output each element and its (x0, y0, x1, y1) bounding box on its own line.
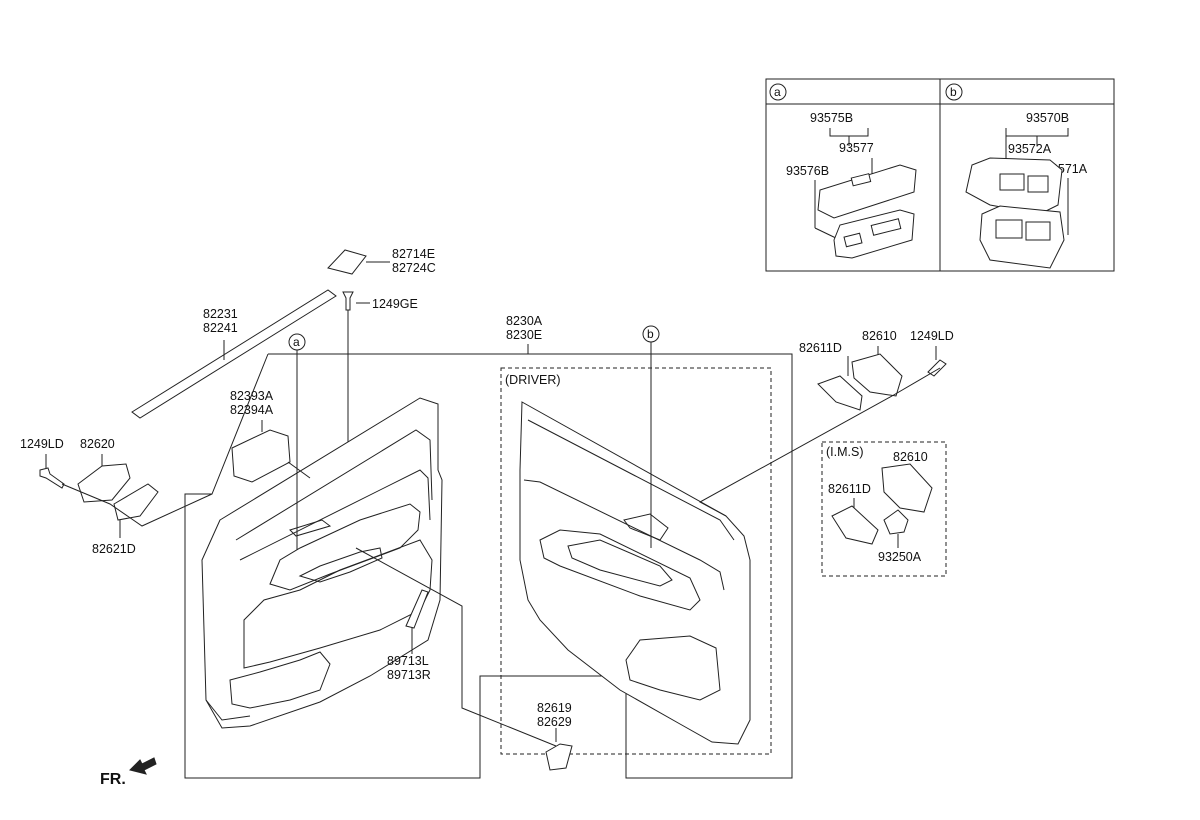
trim-piece-89713L (405, 589, 429, 629)
front-direction-indicator: FR. (100, 757, 157, 788)
handle-82620 (77, 463, 131, 503)
svg-text:b: b (950, 85, 957, 99)
front-arrow-icon (129, 757, 157, 775)
callout-b-door: b (642, 325, 660, 343)
assembly-frame (184, 353, 793, 779)
svg-text:a: a (774, 85, 781, 99)
weatherstrip-82231 (131, 289, 337, 419)
label-82724C: 82724C (392, 261, 436, 275)
label-8230A: 8230A (506, 314, 543, 328)
callout-a-door: a (288, 333, 306, 351)
pad-82393A (231, 429, 291, 483)
label-93576B: 93576B (786, 164, 829, 178)
label-89713R: 89713R (387, 668, 431, 682)
label-82231: 82231 (203, 307, 238, 321)
ims-region (821, 441, 947, 577)
handle-82610 (851, 353, 903, 397)
label-93575B: 93575B (810, 111, 853, 125)
left-parts: 82393A 82394A 1249LD 82620 82621D (20, 389, 311, 556)
label-1249GE: 1249GE (372, 297, 418, 311)
door-trim-assembly: 8230A 8230E (DRIVER) a (184, 314, 793, 779)
handle-cover-82611D-ims (831, 505, 879, 545)
label-82611D-ims: 82611D (828, 482, 871, 496)
driver-region (500, 367, 772, 755)
cover-82619 (545, 743, 573, 771)
label-93250A: 93250A (878, 550, 922, 564)
handle-cover-82621D (113, 483, 159, 521)
pad-82714E (327, 249, 367, 275)
weatherstrip-group: 82714E 82724C 82231 82241 1249GE (131, 247, 436, 535)
screw-1249GE (342, 291, 354, 311)
label-89713L: 89713L (387, 654, 429, 668)
label-82610-ims: 82610 (893, 450, 928, 464)
svg-text:a: a (293, 335, 300, 349)
door-trim-panel-right (519, 401, 751, 745)
center-parts: 89713L 89713R 82619 82629 (355, 547, 573, 771)
label-driver: (DRIVER) (505, 373, 561, 387)
label-82393A: 82393A (230, 389, 274, 403)
label-82714E: 82714E (392, 247, 435, 261)
label-93577: 93577 (839, 141, 874, 155)
label-82629: 82629 (537, 715, 572, 729)
label-82620: 82620 (80, 437, 115, 451)
svg-text:b: b (647, 327, 654, 341)
label-82611D-top: 82611D (799, 341, 842, 355)
right-parts: 82611D 82610 1249LD (I.M.S) 82610 82611D… (698, 329, 954, 577)
label-82610-top: 82610 (862, 329, 897, 343)
label-82621D: 82621D (92, 542, 136, 556)
label-82241: 82241 (203, 321, 238, 335)
handle-82610-ims (881, 463, 933, 513)
switch-detail-table: a b 93575B 93577 93576B 93570B 93572A 93… (765, 78, 1115, 272)
label-ims: (I.M.S) (826, 445, 864, 459)
label-93572A: 93572A (1008, 142, 1052, 156)
label-8230E: 8230E (506, 328, 542, 342)
callout-b-table: b (945, 83, 963, 101)
label-fr: FR. (100, 771, 126, 788)
label-93570B: 93570B (1026, 111, 1069, 125)
door-trim-panel-left (201, 397, 443, 729)
screw-1249LD-left (39, 467, 65, 489)
label-82619: 82619 (537, 701, 572, 715)
switch-bezel-a (817, 164, 917, 219)
callout-a-table: a (769, 83, 787, 101)
label-1249LD-right: 1249LD (910, 329, 954, 343)
switch-93250A (883, 509, 909, 535)
label-82394A: 82394A (230, 403, 274, 417)
handle-cover-82611D (817, 375, 863, 411)
label-1249LD-left: 1249LD (20, 437, 64, 451)
